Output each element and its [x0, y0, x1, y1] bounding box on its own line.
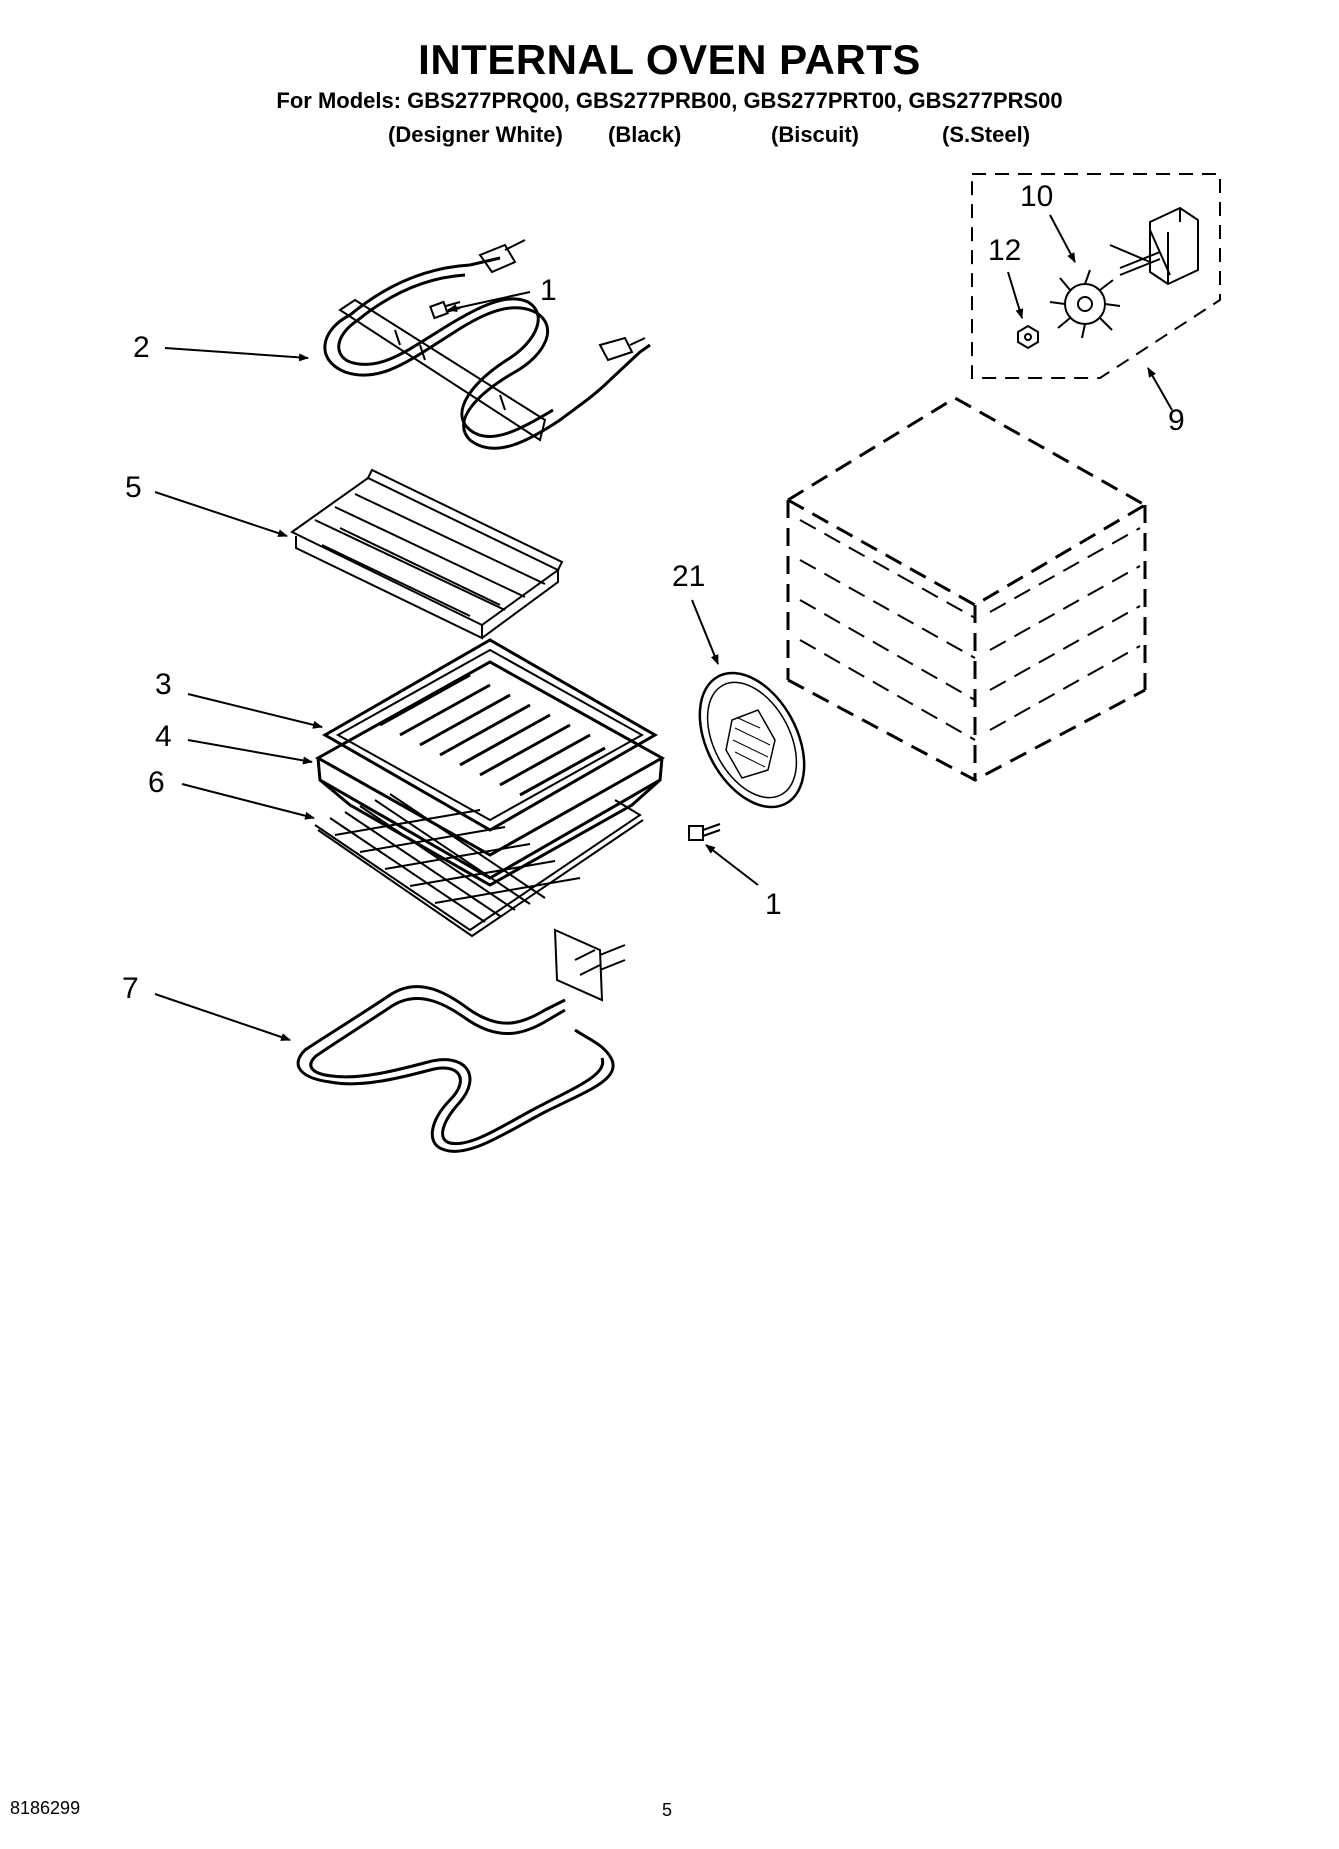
- models-line: For Models: GBS277PRQ00, GBS277PRB00, GB…: [276, 88, 1063, 113]
- bake-element-bracket: [553, 928, 626, 1002]
- variant-black: (Black): [608, 122, 682, 147]
- arrow-10: [1049, 214, 1076, 263]
- broil-element-part: [323, 256, 651, 450]
- arrow-3: [187, 693, 323, 729]
- callout-1-top: 1: [540, 274, 557, 307]
- screw-part-lower: [688, 823, 721, 841]
- oven-cavity-part: [786, 396, 1147, 782]
- fan-cover-part: [698, 671, 806, 809]
- arrow-7: [154, 993, 291, 1041]
- fan-motor-assembly-box: [971, 173, 1221, 379]
- page-number: 5: [662, 1800, 673, 1820]
- arrow-4: [187, 739, 313, 765]
- variant-designer-white: (Designer White): [388, 122, 563, 147]
- callout-6: 6: [148, 766, 165, 799]
- arrow-1-bottom: [705, 844, 759, 886]
- callout-1-bottom: 1: [765, 888, 782, 921]
- arrow-12: [1007, 271, 1024, 319]
- arrow-2: [164, 347, 309, 362]
- nut-part: [1017, 324, 1039, 350]
- arrow-6: [181, 783, 315, 820]
- fan-motor-part: [1109, 206, 1199, 286]
- callout-3: 3: [155, 668, 172, 701]
- callout-2: 2: [133, 331, 150, 364]
- callout-4: 4: [155, 720, 172, 753]
- screw-part-upper: [429, 300, 461, 320]
- arrow-5: [154, 491, 288, 537]
- callout-12: 12: [988, 234, 1022, 267]
- variant-biscuit: (Biscuit): [771, 122, 859, 147]
- baffle-part: [290, 468, 564, 640]
- page-title: INTERNAL OVEN PARTS: [418, 36, 921, 83]
- arrow-21: [691, 599, 719, 665]
- arrow-1-top: [447, 291, 531, 312]
- oven-rack-part: [314, 793, 644, 938]
- callout-7: 7: [122, 972, 139, 1005]
- broiler-pan-insert-part: [321, 638, 659, 832]
- fan-blade-part: [1049, 269, 1121, 339]
- callout-9: 9: [1168, 404, 1185, 437]
- bake-element-part: [296, 985, 615, 1153]
- document-number: 8186299: [10, 1798, 81, 1818]
- callout-10: 10: [1020, 180, 1054, 213]
- broil-element-bracket: [338, 239, 646, 442]
- callout-5: 5: [125, 471, 142, 504]
- leader-arrows: [154, 214, 1173, 1041]
- callout-21: 21: [672, 560, 706, 593]
- arrow-9: [1147, 367, 1173, 411]
- variant-stainless-steel: (S.Steel): [942, 122, 1031, 147]
